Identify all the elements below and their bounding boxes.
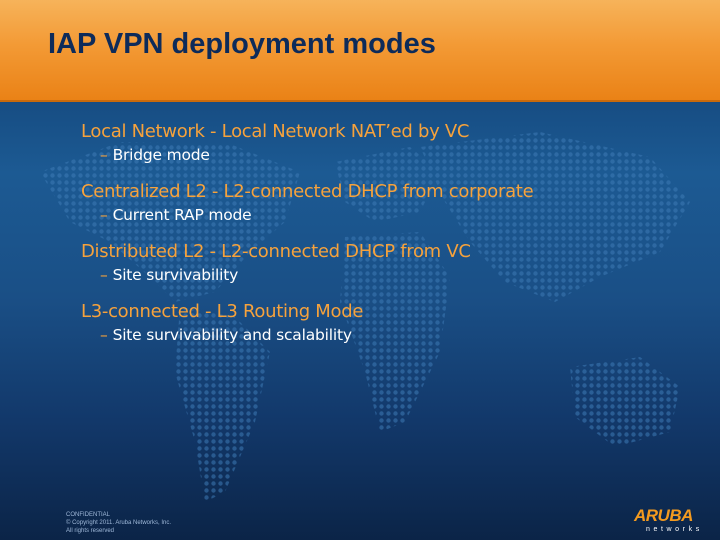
bullet-item: Distributed L2 - L2-connected DHCP from … — [81, 240, 701, 286]
dash-marker: – — [100, 146, 108, 164]
dash-marker: – — [100, 326, 108, 344]
bullet-item: Centralized L2 - L2-connected DHCP from … — [81, 180, 701, 226]
bullet-sub: –Current RAP mode — [100, 204, 701, 226]
map-europe — [335, 147, 440, 222]
world-map-background — [40, 132, 690, 502]
map-australia — [570, 357, 680, 447]
bullet-sub-text: Site survivability — [112, 266, 239, 284]
footer-copyright: © Copyright 2011. Aruba Networks, Inc. — [66, 520, 172, 526]
bullet-sub: –Site survivability — [100, 264, 701, 286]
bullet-sub-text: Site survivability and scalability — [112, 326, 352, 344]
logo-tagline: networks — [646, 526, 703, 533]
logo-wordmark: ARUBA — [634, 506, 693, 525]
bullet-main: Local Network - Local Network NAT’ed by … — [81, 121, 470, 142]
bullet-sub-text: Bridge mode — [112, 146, 210, 164]
map-south-america — [175, 307, 270, 502]
bullet-item: Local Network - Local Network NAT’ed by … — [81, 120, 701, 166]
bullet-sub: –Site survivability and scalability — [100, 324, 701, 346]
bullet-main: Distributed L2 - L2-connected DHCP from … — [81, 241, 471, 262]
footer-confidential: CONFIDENTIAL — [66, 512, 111, 518]
bullet-main: L3-connected - L3 Routing Mode — [81, 301, 364, 322]
bullet-sub-text: Current RAP mode — [112, 206, 252, 224]
bullet-list: Local Network - Local Network NAT’ed by … — [81, 120, 701, 360]
bullet-sub: –Bridge mode — [100, 144, 701, 166]
footer-notice: CONFIDENTIAL © Copyright 2011. Aruba Net… — [66, 511, 171, 535]
map-north-america — [40, 142, 300, 302]
title-banner: IAP VPN deployment modes — [0, 0, 720, 102]
map-africa — [340, 232, 450, 432]
dash-marker: – — [100, 266, 108, 284]
slide-title: IAP VPN deployment modes — [48, 28, 436, 60]
bullet-main: Centralized L2 - L2-connected DHCP from … — [81, 181, 534, 202]
map-asia — [420, 132, 690, 302]
aruba-logo: ARUBA networks — [628, 506, 716, 536]
bullet-item: L3-connected - L3 Routing Mode –Site sur… — [81, 300, 701, 346]
footer-rights: All rights reserved — [66, 528, 115, 534]
dash-marker: – — [100, 206, 108, 224]
